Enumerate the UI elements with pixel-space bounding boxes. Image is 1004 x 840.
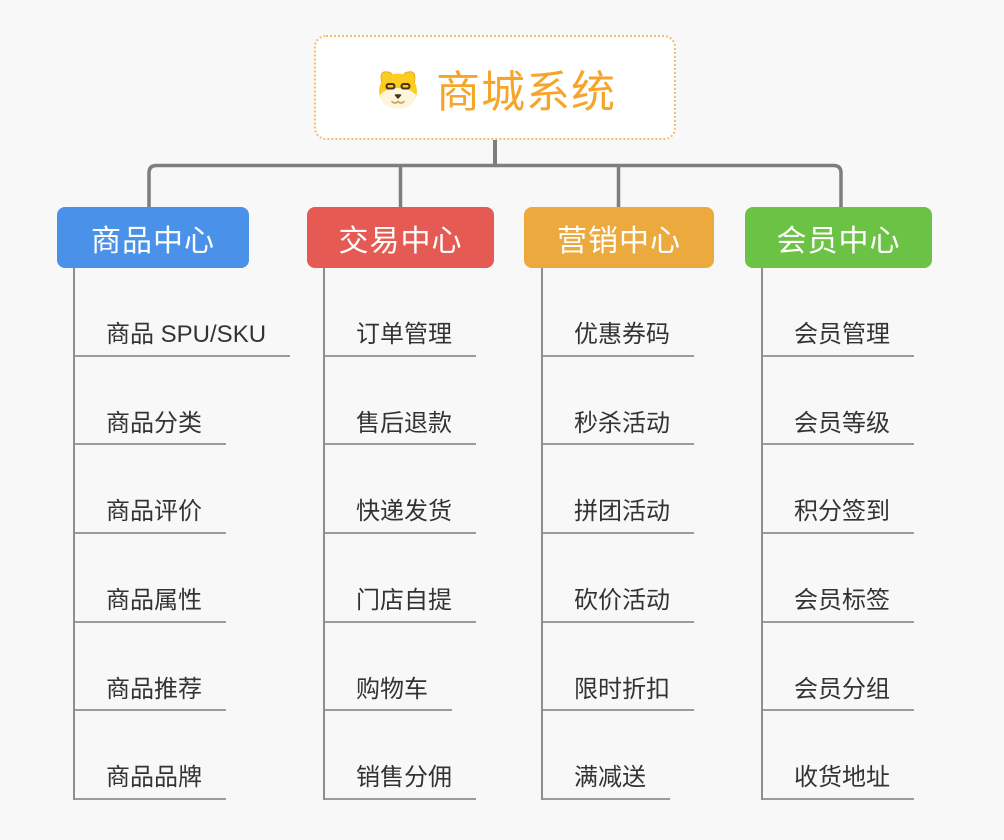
leaf-node[interactable]: 售后退款 [323, 410, 476, 446]
leaf-node[interactable]: 商品评价 [73, 498, 226, 535]
dog-face-icon [379, 70, 417, 108]
leaf-node[interactable]: 商品 SPU/SKU [73, 321, 291, 357]
leaf-node[interactable]: 会员标签 [761, 587, 914, 623]
branch-node-marketing-center[interactable]: 营销中心 [524, 207, 714, 268]
leaf-node[interactable]: 优惠券码 [541, 321, 694, 357]
leaf-node[interactable]: 砍价活动 [541, 587, 694, 623]
leaf-node[interactable]: 收货地址 [761, 764, 914, 801]
branch-children-marketing-center: 优惠券码 秒杀活动 拼团活动 砍价活动 限时折扣 满减送 [541, 268, 694, 801]
branch-children-member-center: 会员管理 会员等级 积分签到 会员标签 会员分组 收货地址 [761, 268, 914, 801]
leaf-node[interactable]: 快递发货 [323, 498, 476, 535]
branch-node-member-center[interactable]: 会员中心 [745, 207, 932, 268]
branch-trunk-line [73, 268, 75, 800]
leaf-node[interactable]: 商品分类 [73, 410, 226, 446]
branch-node-trade-center[interactable]: 交易中心 [307, 207, 494, 268]
leaf-node[interactable]: 会员等级 [761, 410, 914, 446]
leaf-node[interactable]: 积分签到 [761, 498, 914, 535]
branch-trunk-line [323, 268, 325, 800]
leaf-node[interactable]: 门店自提 [323, 587, 476, 623]
leaf-node[interactable]: 商品品牌 [73, 764, 226, 801]
leaf-node[interactable]: 秒杀活动 [541, 410, 694, 446]
leaf-node[interactable]: 购物车 [323, 676, 452, 712]
leaf-node[interactable]: 商品属性 [73, 587, 226, 623]
branch-trunk-line [761, 268, 763, 800]
branch-children-product-center: 商品 SPU/SKU 商品分类 商品评价 商品属性 商品推荐 商品品牌 [73, 268, 291, 801]
leaf-node[interactable]: 会员管理 [761, 321, 914, 357]
branch-node-product-center[interactable]: 商品中心 [57, 207, 249, 268]
root-node[interactable]: 商城系统 [314, 35, 676, 140]
leaf-node[interactable]: 满减送 [541, 764, 670, 801]
branch-trunk-line [541, 268, 543, 800]
leaf-node[interactable]: 限时折扣 [541, 676, 694, 712]
leaf-node[interactable]: 拼团活动 [541, 498, 694, 535]
leaf-node[interactable]: 商品推荐 [73, 676, 226, 712]
branch-children-trade-center: 订单管理 售后退款 快递发货 门店自提 购物车 销售分佣 [323, 268, 476, 801]
leaf-node[interactable]: 会员分组 [761, 676, 914, 712]
leaf-node[interactable]: 销售分佣 [323, 764, 476, 801]
root-title: 商城系统 [436, 67, 616, 117]
leaf-node[interactable]: 订单管理 [323, 321, 476, 357]
